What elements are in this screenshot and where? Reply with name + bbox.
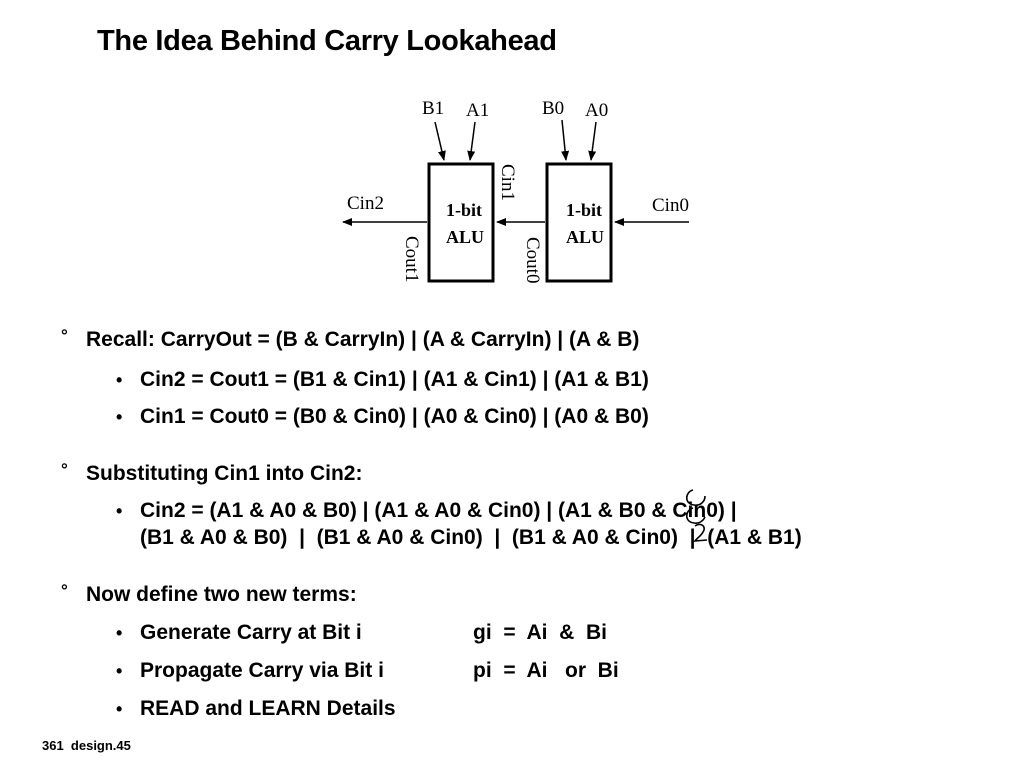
bullet-recall-text: Recall: CarryOut = (B & CarryIn) | (A & … <box>86 328 640 351</box>
bullet-define-terms: ° Now define two new terms: <box>61 581 357 607</box>
bullet-recall: ° Recall: CarryOut = (B & CarryIn) | (A … <box>61 326 640 352</box>
slide-title: The Idea Behind Carry Lookahead <box>97 25 557 57</box>
b1-arrow <box>434 121 446 161</box>
a1-label: A1 <box>466 100 489 121</box>
expanded-line-1: Cin2 = (A1 & A0 & B0) | (A1 & A0 & Cin0)… <box>140 499 737 522</box>
cin1-label: Cin1 <box>497 164 518 201</box>
left-alu-label-2: ALU <box>446 227 484 247</box>
cout1-label: Cout1 <box>401 236 422 282</box>
sub-bullet-read: • READ and LEARN Details <box>116 697 396 721</box>
sub-bullet-cin1: • Cin1 = Cout0 = (B0 & Cin0) | (A0 & Cin… <box>116 405 649 429</box>
sub-bullet-marker: • <box>116 623 123 643</box>
a0-label: A0 <box>585 100 608 121</box>
bullet-marker: ° <box>61 326 68 345</box>
b0-arrow <box>561 119 570 161</box>
cin0-label: Cin0 <box>652 195 689 216</box>
sub-bullet-cin1-text: Cin1 = Cout0 = (B0 & Cin0) | (A0 & Cin0)… <box>140 405 649 428</box>
bullet-substituting-text: Substituting Cin1 into Cin2: <box>86 462 363 485</box>
sub-bullet-propagate: • Propagate Carry via Bit i pi = Ai or Bi <box>116 659 619 683</box>
read-and-learn-text: READ and LEARN Details <box>140 697 396 720</box>
slide-footer: 361 design.45 <box>42 738 131 753</box>
sub-bullet-cin2: • Cin2 = Cout1 = (B1 & Cin1) | (A1 & Cin… <box>116 368 649 392</box>
cout0-label: Cout0 <box>522 237 543 283</box>
sub-bullet-marker: • <box>116 370 123 390</box>
right-alu-box <box>545 162 613 283</box>
sub-bullet-marker: • <box>116 661 123 681</box>
propagate-formula: pi = Ai or Bi <box>473 659 619 682</box>
bullet-substituting: ° Substituting Cin1 into Cin2: <box>61 460 363 486</box>
generate-label: Generate Carry at Bit i <box>140 621 362 644</box>
sub-bullet-marker: • <box>116 501 123 521</box>
bullet-define-terms-text: Now define two new terms: <box>86 583 357 606</box>
sub-bullet-marker: • <box>116 699 123 719</box>
bullet-marker: ° <box>61 460 68 479</box>
handwritten-c2-annotation <box>685 489 708 542</box>
cin2-label: Cin2 <box>347 193 384 214</box>
sub-bullet-marker: • <box>116 407 123 427</box>
a0-arrow <box>588 121 597 161</box>
right-alu-label-2: ALU <box>566 227 604 247</box>
left-alu-label-1: 1-bit <box>446 200 482 220</box>
sub-bullet-generate: • Generate Carry at Bit i gi = Ai & Bi <box>116 621 607 645</box>
b1-label: B1 <box>422 98 444 119</box>
carry-chain-diagram: 1-bit ALU 1-bit ALU B1 A1 B0 A0 Cin2 Cin… <box>342 98 689 283</box>
propagate-label: Propagate Carry via Bit i <box>140 659 384 682</box>
right-alu-label-1: 1-bit <box>566 200 602 220</box>
sub-bullet-cin2-text: Cin2 = Cout1 = (B1 & Cin1) | (A1 & Cin1)… <box>140 368 649 391</box>
a1-arrow <box>467 121 476 161</box>
generate-formula: gi = Ai & Bi <box>473 621 607 644</box>
left-alu-box <box>427 162 495 283</box>
sub-bullet-expanded: • Cin2 = (A1 & A0 & B0) | (A1 & A0 & Cin… <box>116 499 737 523</box>
b0-label: B0 <box>542 98 564 119</box>
bullet-marker: ° <box>61 581 68 600</box>
expanded-line-2: (B1 & A0 & B0) | (B1 & A0 & Cin0) | (B1 … <box>140 526 802 549</box>
